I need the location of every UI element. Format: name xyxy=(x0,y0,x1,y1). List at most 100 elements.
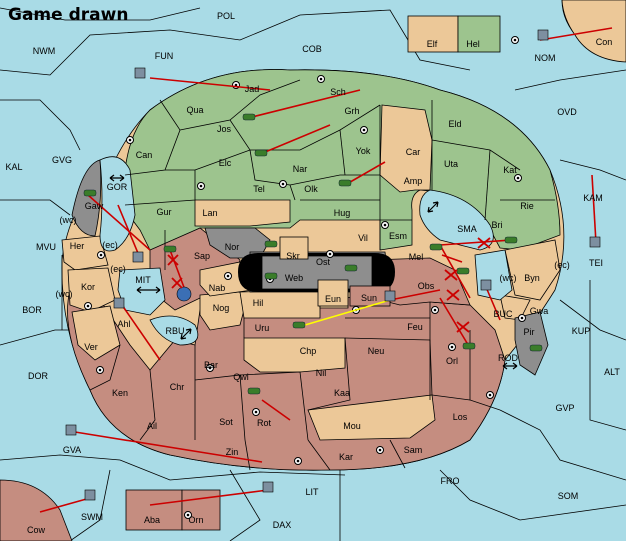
province-byn[interactable] xyxy=(504,239,561,301)
province-label: Aba xyxy=(144,515,160,525)
province-aba[interactable] xyxy=(125,489,183,531)
coast-label: (ec) xyxy=(110,264,126,274)
province-label: Con xyxy=(596,37,613,47)
sea-borders xyxy=(0,7,626,541)
province-label: Cow xyxy=(27,525,46,535)
province-label: Kor xyxy=(81,282,95,292)
order-arrows xyxy=(39,27,613,513)
army-units[interactable] xyxy=(83,113,543,395)
sea-sma-notch[interactable] xyxy=(419,189,494,251)
province-label: Sam xyxy=(404,445,423,455)
province-label: Bri xyxy=(492,220,503,230)
province-label: Pir xyxy=(524,327,535,337)
sea-label: ALT xyxy=(604,367,620,377)
sea-label: LIT xyxy=(305,487,319,497)
sea-label: KUP xyxy=(572,326,591,336)
province-label: Nar xyxy=(293,164,308,174)
province-label: Mou xyxy=(343,421,361,431)
fleet-units[interactable] xyxy=(65,29,601,501)
sea-label: BUC xyxy=(493,309,513,319)
sea-gor-gulf[interactable] xyxy=(99,156,136,252)
sea-label: SWM xyxy=(81,512,103,522)
province-label: Her xyxy=(70,241,85,251)
sea-label: MIT xyxy=(135,275,151,285)
sea-label: RBU xyxy=(165,326,184,336)
sea-label: GVA xyxy=(63,445,81,455)
province-label: Ost xyxy=(316,257,331,267)
coast-label: (ec) xyxy=(102,240,118,250)
province-lan[interactable] xyxy=(194,199,291,227)
province-label: Uta xyxy=(444,159,458,169)
sea-label: GOR xyxy=(107,182,128,192)
province-chp[interactable] xyxy=(243,337,346,373)
sea-label: NWM xyxy=(33,46,56,56)
province-elf[interactable] xyxy=(407,15,459,53)
province-label: Obs xyxy=(418,281,435,291)
sea-label: DOR xyxy=(28,371,49,381)
province-eun-tile[interactable] xyxy=(317,279,349,307)
tan-province-labels: Lan Her Kor Ver Nab Nog Hil Eun Byn Gwa … xyxy=(70,37,613,431)
sea-label: KAL xyxy=(5,162,22,172)
province-pir[interactable] xyxy=(514,311,549,376)
coast-labels: (wc) (ec) (ec) (wc) (wc) (ec) xyxy=(56,215,570,299)
province-label: Rie xyxy=(520,201,534,211)
province-label: Eun xyxy=(325,294,341,304)
sea-label: ROD xyxy=(498,353,519,363)
sea-label: FRO xyxy=(441,476,460,486)
sea-label: DAX xyxy=(273,520,292,530)
province-label: Olk xyxy=(304,184,318,194)
province-label: Jos xyxy=(217,124,232,134)
province-label: Nab xyxy=(209,283,226,293)
province-label: Grh xyxy=(344,106,359,116)
province-label: Skr xyxy=(286,251,300,261)
province-label: Jad xyxy=(245,84,260,94)
province-label: Chp xyxy=(300,346,317,356)
province-label: Qwi xyxy=(233,372,249,382)
province-label: Car xyxy=(406,147,421,157)
rose-province-labels: Sap Ahl Ken Chr Ail Bar Qwi Sot Rot Uru … xyxy=(27,251,468,535)
province-car-amp[interactable] xyxy=(379,104,433,193)
sea-label: MVU xyxy=(36,242,56,252)
province-label: Hug xyxy=(334,208,351,218)
province-skr[interactable] xyxy=(279,236,309,260)
province-gaw[interactable] xyxy=(71,159,102,237)
province-label: Ver xyxy=(84,342,98,352)
province-label: Gaw xyxy=(85,201,104,211)
province-label: Kar xyxy=(339,452,353,462)
grey-province-labels: Gaw Nor Skr Web Ost Pir xyxy=(85,201,535,337)
province-her[interactable] xyxy=(61,235,109,271)
sea-label: GVG xyxy=(52,155,72,165)
province-label: Uru xyxy=(255,323,270,333)
sea-label: POL xyxy=(217,11,235,21)
province-label: Ail xyxy=(147,421,157,431)
sea-label: GVP xyxy=(555,403,574,413)
sea-label: SOM xyxy=(558,491,579,501)
support-line xyxy=(304,299,391,326)
province-label: Vil xyxy=(358,233,368,243)
sea-label: TEI xyxy=(589,258,603,268)
province-label: Sch xyxy=(330,87,346,97)
province-label: Sap xyxy=(194,251,210,261)
province-label: Web xyxy=(285,273,303,283)
province-label: Sun xyxy=(361,293,377,303)
green-province-labels: Jad Sch Qua Grh Jos Eld Can Yok Car Uta … xyxy=(136,39,534,243)
province-label: Sot xyxy=(219,417,233,427)
province-label: Mel xyxy=(409,252,424,262)
game-status-title: Game drawn xyxy=(8,5,128,25)
coast-label: (ec) xyxy=(554,260,570,270)
province-cow[interactable] xyxy=(0,479,73,541)
sea-label: FUN xyxy=(155,51,174,61)
province-ver[interactable] xyxy=(71,305,121,361)
sea-label: NOM xyxy=(535,53,556,63)
province-label: Ahl xyxy=(117,319,130,329)
province-label: Hel xyxy=(466,39,480,49)
province-kor[interactable] xyxy=(67,267,116,313)
main-continent xyxy=(61,69,565,471)
province-mou[interactable] xyxy=(307,394,436,441)
province-label: Elf xyxy=(427,39,438,49)
province-label: Orn xyxy=(188,515,203,525)
globe-unit-icon[interactable] xyxy=(176,286,192,302)
province-hel[interactable] xyxy=(457,15,501,53)
sea-mit-inner[interactable] xyxy=(117,267,166,316)
